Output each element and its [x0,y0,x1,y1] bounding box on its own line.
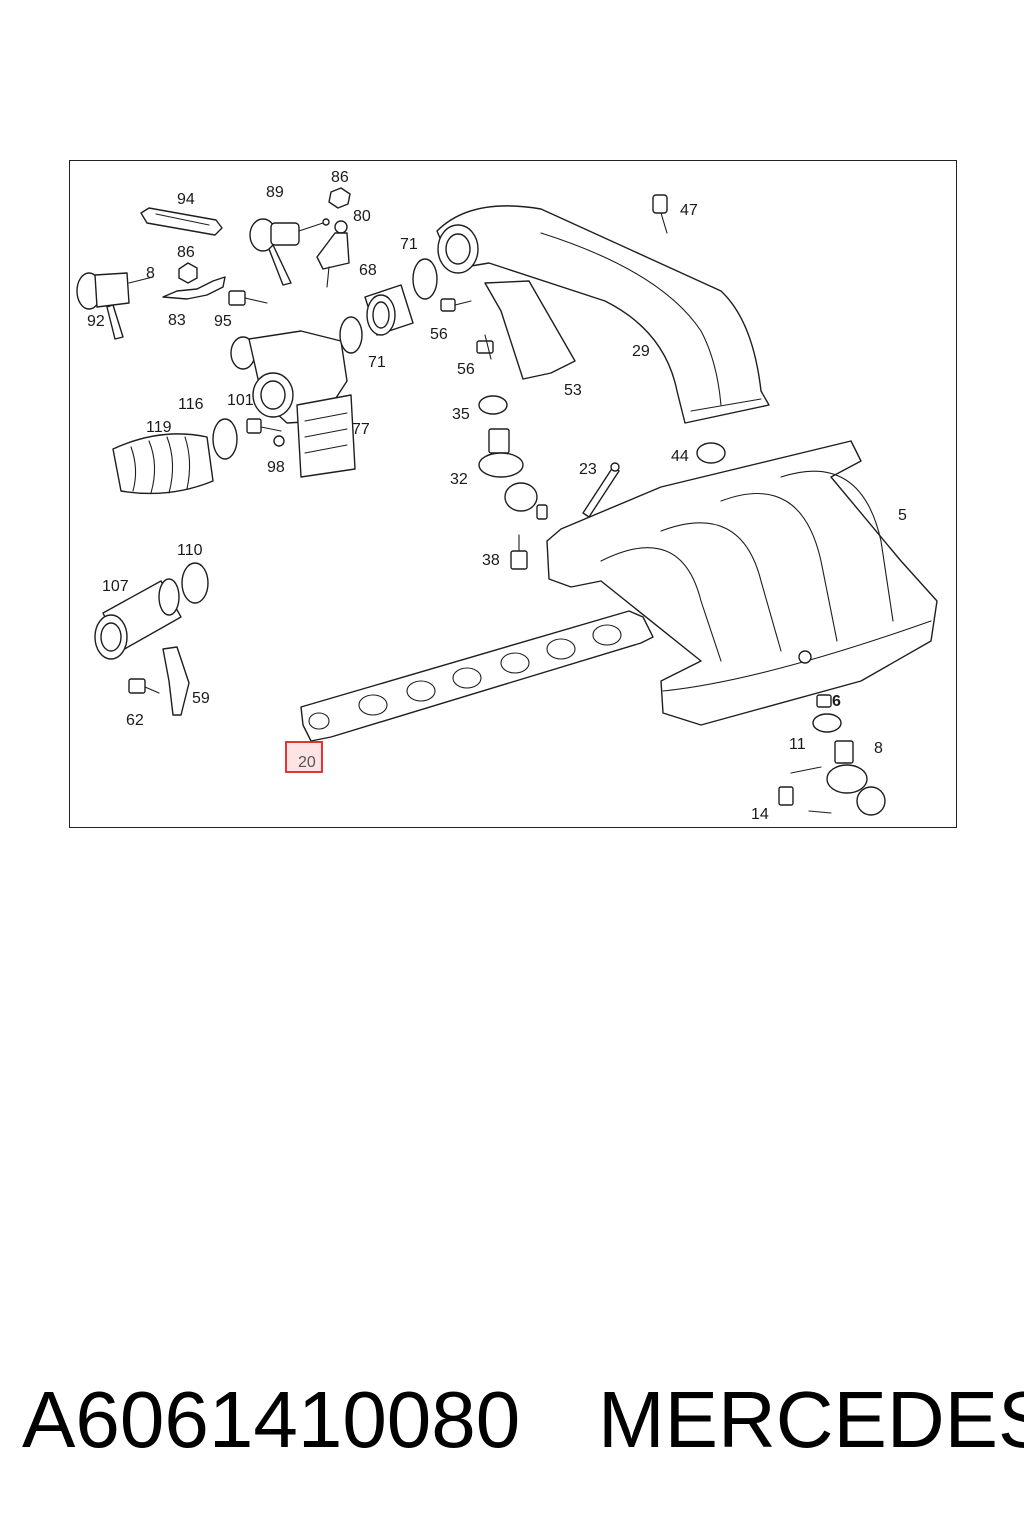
part-56-bolt-upper [440,298,472,312]
part-83-clip [162,276,226,300]
part-89-actuator [249,218,330,286]
callout-56: 56 [457,361,475,378]
part-86-nut-left [178,262,198,284]
part-23-stud [582,462,620,518]
part-20-gasket [300,610,654,742]
callout-32: 32 [450,471,468,488]
callout-53: 53 [564,382,582,399]
callout-59: 59 [192,690,210,707]
callout-6: 6 [832,693,841,710]
callout-110: 110 [177,542,203,559]
callout-77: 77 [352,421,370,438]
callout-71: 71 [368,354,386,371]
brand-name: MERCEDES [598,1375,1024,1464]
part-56-bolt-lower [476,334,494,360]
part-71-ring-lower [339,316,363,354]
part-86-nut-top [328,187,351,209]
callout-38: 38 [482,552,500,569]
part-5-intake-manifold [546,440,938,726]
part-53-bracket [484,280,576,380]
callout-95: 95 [214,313,232,330]
caption-bar: A6061410080 MERCEDES [0,1370,1024,1470]
callout-116: 116 [178,396,204,413]
part-95-bolt [228,290,268,306]
part-92-vacuum-unit [76,272,154,340]
part-35-ring [478,395,508,415]
callout-94: 94 [177,191,195,208]
callout-20-highlight-box [285,741,323,773]
callout-71: 71 [400,236,418,253]
callout-86: 86 [331,169,349,186]
part-94-bracket [140,207,223,236]
callout-56: 56 [430,326,448,343]
parts-diagram-frame: 94 89 86 80 71 47 86 8 68 92 83 95 56 71… [69,160,957,828]
part-59-bracket [162,646,190,716]
part-68-sleeve [364,284,414,336]
callout-62: 62 [126,712,144,729]
callout-101: 101 [227,392,254,409]
callout-119: 119 [146,419,172,436]
part-80-linkage [316,220,350,288]
callout-44: 44 [671,448,689,465]
callout-47: 47 [680,202,698,219]
callout-35: 35 [452,406,470,423]
part-77-gasket-plate [296,394,356,478]
part-107-pipe [94,578,182,660]
callout-5: 5 [898,507,907,524]
part-110-ring [181,562,209,604]
callout-86: 86 [177,244,195,261]
part-29-intake-pipe [436,205,770,424]
callout-8: 8 [874,740,883,757]
parts-diagram: 94 89 86 80 71 47 86 8 68 92 83 95 56 71… [76,169,938,823]
callout-14: 14 [751,806,769,823]
callout-11: 11 [789,736,806,753]
part-47-bolt [652,194,668,234]
part-38-bolt [510,534,528,570]
part-98-bolt [246,418,285,447]
callout-68: 68 [359,262,377,279]
callout-80: 80 [353,208,371,225]
callout-98: 98 [267,459,285,476]
callout-83: 83 [168,312,186,329]
callout-29: 29 [632,343,650,360]
part-32-valve [478,428,548,520]
callout-92: 92 [87,313,105,330]
part-8-valve [826,740,886,816]
part-62-bolt [128,678,160,694]
callout-89: 89 [266,184,284,201]
part-116-clamp [212,418,238,460]
part-11-ring [812,713,842,733]
part-14-bolt [778,766,832,814]
part-119-hose [112,433,214,495]
part-44-ring [696,442,726,464]
callout-20: 20 [298,754,316,771]
part-number: A6061410080 [22,1375,521,1464]
part-6-plug [816,694,832,708]
part-71-ring-upper [412,258,438,300]
callout-107: 107 [102,578,129,595]
callout-23: 23 [579,461,597,478]
callout-8: 8 [146,265,155,282]
